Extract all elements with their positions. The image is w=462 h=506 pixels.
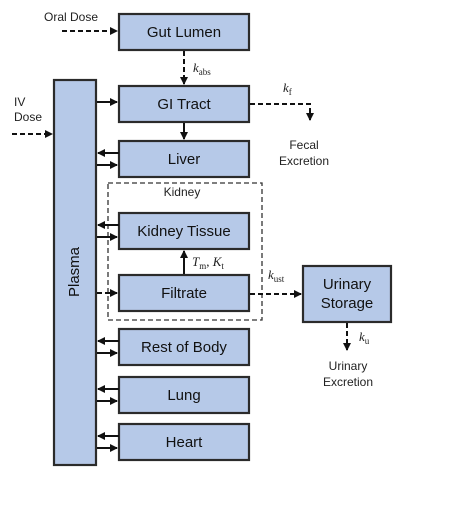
- kidney-region: [107, 182, 263, 321]
- k-u-label: ku: [359, 329, 370, 346]
- k-f-label: kf: [283, 80, 292, 97]
- heart-box: Heart: [117, 422, 251, 462]
- gut-lumen-label: Gut Lumen: [147, 24, 221, 41]
- urinary-excretion-label-2: Excretion: [323, 375, 373, 389]
- rest-of-body-box: Rest of Body: [117, 327, 251, 367]
- iv-dose-label-2: Dose: [14, 110, 42, 124]
- oral-dose-label: Oral Dose: [44, 10, 98, 24]
- heart-label: Heart: [166, 434, 204, 451]
- lung-box: Lung: [117, 375, 251, 415]
- gi-tract-label: GI Tract: [157, 96, 211, 113]
- urinary-excretion-label-1: Urinary: [329, 359, 368, 373]
- kidney-tissue-box: Kidney Tissue: [117, 211, 251, 251]
- fecal-excretion-label-2: Excretion: [279, 154, 329, 168]
- filtrate-box: Filtrate: [117, 273, 251, 313]
- fecal-excretion-arrow: [250, 103, 314, 121]
- liver-box: Liver: [117, 139, 251, 179]
- gut-lumen-box: Gut Lumen: [117, 12, 251, 52]
- urinary-storage-label-1: Urinary: [323, 276, 372, 293]
- kidney-tissue-label: Kidney Tissue: [137, 223, 230, 240]
- tm-kt-label: Tm, Kt: [192, 254, 224, 271]
- lung-label: Lung: [167, 387, 200, 404]
- gi-tract-box: GI Tract: [117, 84, 251, 124]
- rest-of-body-label: Rest of Body: [141, 339, 227, 356]
- filtrate-label: Filtrate: [161, 285, 207, 302]
- liver-label: Liver: [168, 151, 201, 168]
- kidney-region-label: Kidney: [164, 185, 201, 199]
- fecal-excretion-label-1: Fecal: [289, 138, 318, 152]
- iv-dose-label-1: IV: [14, 95, 25, 109]
- urinary-storage-label-2: Storage: [321, 295, 374, 312]
- plasma-box: Plasma: [52, 78, 98, 467]
- plasma-label: Plasma: [66, 246, 83, 297]
- k-abs-label: kabs: [193, 60, 211, 77]
- k-ust-label: kust: [268, 267, 285, 284]
- urinary-storage-box: Urinary Storage: [301, 264, 393, 324]
